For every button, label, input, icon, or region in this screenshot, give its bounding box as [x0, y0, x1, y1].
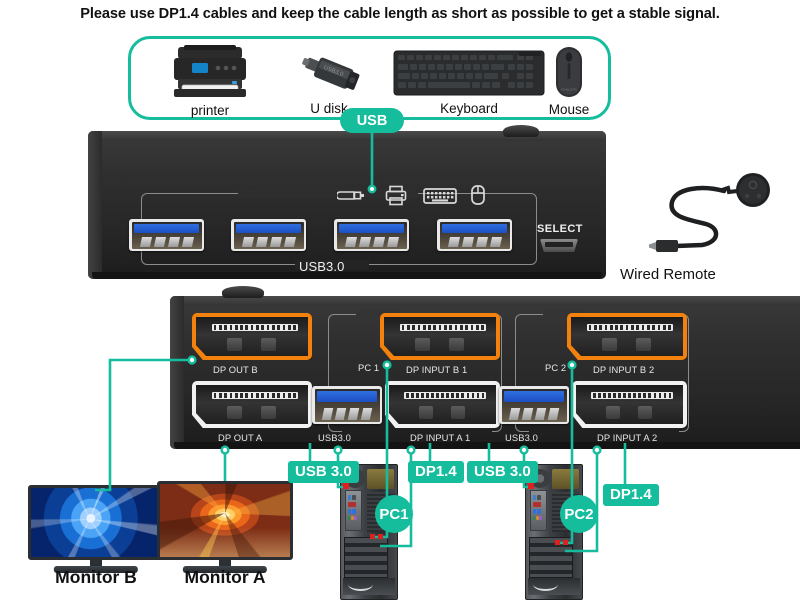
dp-out-b-port[interactable] [192, 313, 312, 360]
pc1-usb-label: USB3.0 [318, 432, 351, 443]
mouse-icon: PHILIPS [551, 45, 587, 100]
peripheral-label: U disk [310, 101, 348, 116]
pc2-cable [532, 578, 558, 591]
device-top-bevel-rear [170, 296, 800, 306]
dp-input-a2-port[interactable] [572, 381, 687, 428]
bracket-top-gap-mask [238, 189, 418, 197]
pc2-expansion-slots [529, 537, 574, 578]
pc2-io-shield [530, 490, 548, 531]
pc2-bracket-top-mask [543, 310, 587, 319]
usb-tag-pill: USB [340, 108, 404, 133]
bracket-bottom-gap-mask [295, 260, 369, 270]
svg-text:PHILIPS: PHILIPS [561, 87, 577, 92]
pc2-psu [551, 469, 579, 490]
udisk-glyph-icon [335, 188, 367, 208]
usb30-group-label: USB3.0 [299, 259, 345, 274]
peripheral-udisk: USB3.0 U disk [279, 49, 379, 116]
peripheral-label: Keyboard [440, 101, 498, 116]
dp-input-a2-label: DP INPUT A 2 [597, 432, 658, 443]
device-top-bevel [88, 131, 606, 141]
monitor-a-stand [182, 566, 268, 573]
udisk-icon: USB3.0 [294, 49, 364, 99]
dp-input-a1-port[interactable] [385, 381, 500, 428]
select-micro-usb-port[interactable] [540, 239, 578, 252]
monitor-b: Monitor B [28, 485, 164, 587]
usb-port-1[interactable] [129, 219, 204, 251]
pc1-cable [347, 578, 373, 591]
usb-port-3[interactable] [334, 219, 409, 251]
monitor-a-label: Monitor A [184, 567, 266, 587]
device-foot [92, 272, 602, 279]
keyboard-icon [393, 47, 545, 99]
usb-peripherals-group: printer USB3.0 U disk [128, 36, 611, 120]
dp-input-b1-label: DP INPUT B 1 [406, 364, 468, 375]
wired-remote-label: Wired Remote [620, 266, 716, 283]
pc1-bracket-top-mask [356, 310, 400, 319]
pc2-dp-tag: DP1.4 [603, 484, 659, 506]
monitor-a: Monitor A [157, 481, 293, 587]
pc1-bracket-bottom-mask [342, 427, 492, 437]
device-knob-rear[interactable] [222, 286, 264, 298]
dp-out-a-port[interactable] [192, 381, 312, 428]
peripheral-label: Mouse [548, 102, 590, 117]
dp-out-b-label: DP OUT B [213, 364, 258, 375]
kvm-front-panel: USB3.0 SELECT [88, 125, 606, 279]
device-foot-rear [174, 442, 800, 449]
dp-input-a1-label: DP INPUT A 1 [410, 432, 471, 443]
peripheral-printer: printer [155, 45, 265, 118]
pc1-io-shield [345, 490, 363, 531]
page-title: Please use DP1.4 cables and keep the cab… [80, 6, 720, 22]
monitor-a-screen [157, 481, 293, 560]
monitor-b-label: Monitor B [55, 567, 137, 587]
pc1-group-label: PC 1 [358, 362, 380, 373]
dp-input-b1-port[interactable] [380, 313, 500, 360]
pc2-badge: PC2 [560, 495, 598, 533]
pc2-group-label: PC 2 [545, 362, 567, 373]
pc2-usb-tag: USB 3.0 [467, 461, 538, 483]
pc1-badge: PC1 [375, 495, 413, 533]
pc1-dp-tag: DP1.4 [408, 461, 464, 483]
wired-remote-icon [640, 172, 790, 267]
monitor-b-stand [53, 566, 139, 573]
kvm-rear-panel: DP OUT B DP OUT A PC 1 DP INPUT B 1 USB3… [170, 286, 800, 449]
monitor-a-neck [219, 560, 231, 568]
pc2-usb-port[interactable] [499, 386, 569, 424]
dp-out-a-label: DP OUT A [218, 432, 263, 443]
printer-icon [168, 45, 252, 101]
printer-glyph-icon [385, 185, 407, 211]
pc2-bracket-bottom-mask [529, 427, 679, 437]
keyboard-glyph-icon [423, 188, 457, 209]
pc1-usb-port[interactable] [312, 386, 382, 424]
dp-input-b2-label: DP INPUT B 2 [593, 364, 655, 375]
mouse-glyph-icon [471, 185, 485, 210]
usb-port-2[interactable] [231, 219, 306, 251]
device-left-face-rear [170, 296, 184, 449]
device-knob[interactable] [503, 125, 539, 137]
pc2-usb-label: USB3.0 [505, 432, 538, 443]
pc1-usb-tag: USB 3.0 [288, 461, 359, 483]
peripheral-label: printer [190, 103, 230, 118]
monitor-b-neck [90, 560, 102, 568]
pc1-expansion-slots [344, 537, 389, 578]
dp-input-b2-port[interactable] [567, 313, 687, 360]
monitor-b-screen [28, 485, 164, 560]
select-label: SELECT [537, 223, 583, 235]
pc1-psu [366, 469, 394, 490]
device-left-face [88, 131, 102, 279]
peripheral-keyboard: Keyboard [379, 47, 559, 116]
usb-port-4[interactable] [437, 219, 512, 251]
peripheral-mouse: PHILIPS Mouse [529, 45, 609, 117]
